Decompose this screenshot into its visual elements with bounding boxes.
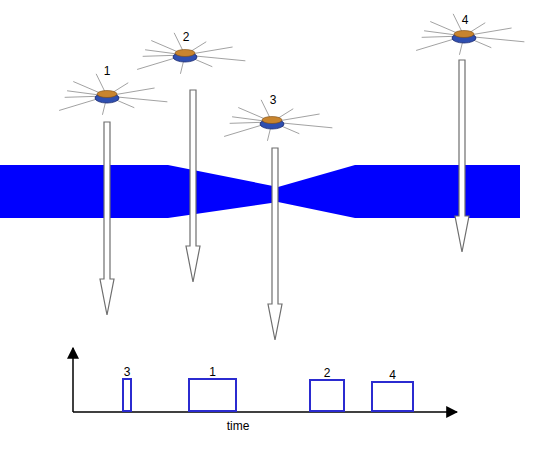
pulse-box: 3 bbox=[122, 378, 132, 412]
particle-top bbox=[175, 50, 195, 57]
callout-number: 4 bbox=[462, 14, 469, 26]
particle-top bbox=[97, 91, 117, 98]
fall-arrows bbox=[100, 60, 469, 340]
pulse-box: 1 bbox=[188, 378, 237, 412]
callout-number: 3 bbox=[270, 94, 277, 106]
flow-channel bbox=[0, 165, 520, 218]
pulse-number: 1 bbox=[209, 366, 216, 378]
pulse-box: 2 bbox=[309, 379, 345, 412]
particle-top bbox=[454, 31, 474, 38]
axis-label: time bbox=[227, 420, 250, 432]
pulse-number: 4 bbox=[389, 369, 396, 381]
fall-arrow bbox=[268, 148, 282, 340]
particle-icon bbox=[59, 74, 167, 115]
particle-icon bbox=[137, 33, 245, 74]
callout-number: 1 bbox=[104, 65, 111, 77]
particle-icons bbox=[59, 14, 524, 141]
particle-top bbox=[262, 117, 282, 124]
callout-number: 2 bbox=[183, 31, 190, 43]
fall-arrow bbox=[455, 60, 469, 252]
fall-arrow bbox=[186, 90, 200, 282]
y-axis bbox=[72, 348, 74, 412]
pulse-number: 3 bbox=[124, 366, 131, 378]
pulse-number: 2 bbox=[324, 367, 331, 379]
pulse-box: 4 bbox=[371, 381, 414, 412]
particle-icon bbox=[224, 100, 332, 141]
fall-arrow bbox=[100, 122, 114, 315]
particle-icon bbox=[416, 14, 524, 55]
